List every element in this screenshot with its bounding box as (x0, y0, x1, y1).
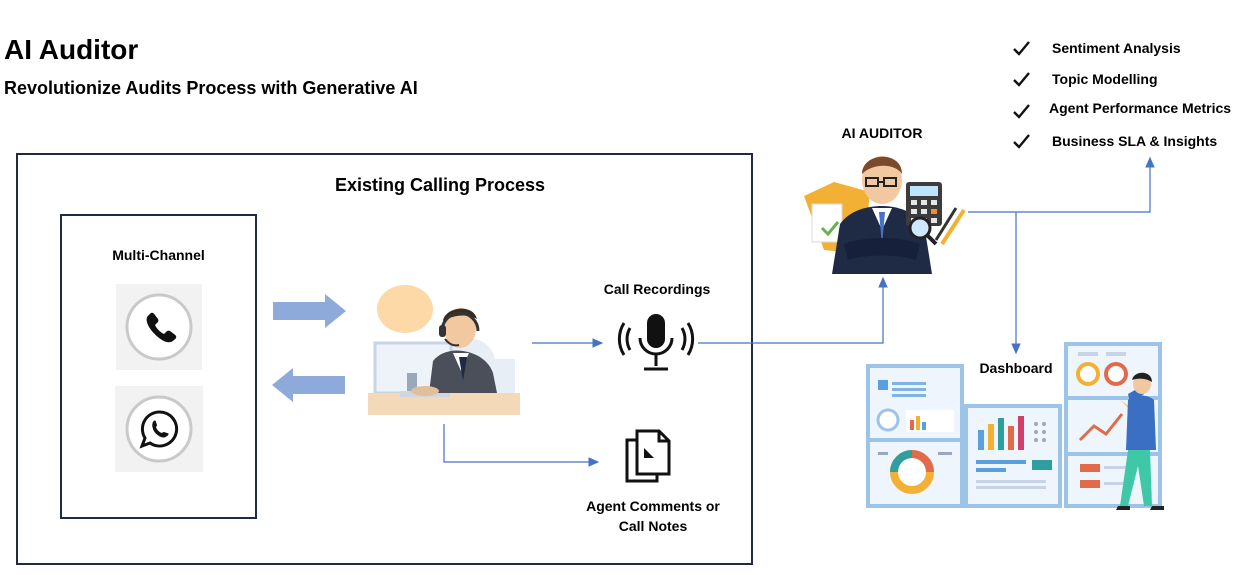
dashboard-label: Dashboard (979, 360, 1053, 376)
page-title: AI Auditor (4, 34, 139, 65)
arrow-right-icon (273, 294, 346, 328)
microphone-icon (617, 314, 695, 371)
checkmark-icon (1013, 134, 1030, 149)
agent-notes-label-line1: Agent Comments or (586, 498, 720, 514)
checkmark-icon (1013, 72, 1030, 87)
call-center-agent-illustration (368, 285, 520, 415)
documents-icon (625, 429, 671, 483)
whatsapp-tile (115, 386, 203, 472)
bidirectional-arrows (272, 294, 346, 402)
existing-process-box (16, 153, 753, 565)
existing-process-title: Existing Calling Process (334, 175, 546, 195)
checklist-item-label: Agent Performance Metrics (1049, 100, 1232, 116)
agent-notes-label-line2: Call Notes (618, 518, 688, 534)
checklist-item-label: Sentiment Analysis (1052, 40, 1181, 56)
multi-channel-label: Multi-Channel (112, 247, 205, 263)
dashboard-illustration (866, 342, 1164, 510)
page-subtitle: Revolutionize Audits Process with Genera… (4, 78, 418, 98)
phone-tile (116, 284, 202, 370)
call-recordings-label: Call Recordings (603, 281, 711, 297)
ai-auditor-label: AI AUDITOR (841, 125, 923, 141)
auditor-businessman-illustration (804, 156, 966, 274)
whatsapp-icon (125, 395, 193, 463)
checkmark-icon (1013, 41, 1030, 56)
checkmark-icon (1013, 104, 1030, 119)
connector-recordings-to-auditor (698, 276, 888, 344)
agent-notes-label: Agent Comments or Call Notes (574, 496, 732, 536)
arrow-left-icon (272, 368, 345, 402)
checklist-item-label: Business SLA & Insights (1052, 133, 1218, 149)
phone-icon (125, 293, 193, 361)
connector-auditor-to-insights (968, 156, 1155, 213)
checklist-item-label: Topic Modelling (1052, 71, 1158, 87)
multi-channel-box (60, 214, 257, 519)
connector-agent-to-notes (443, 424, 600, 467)
